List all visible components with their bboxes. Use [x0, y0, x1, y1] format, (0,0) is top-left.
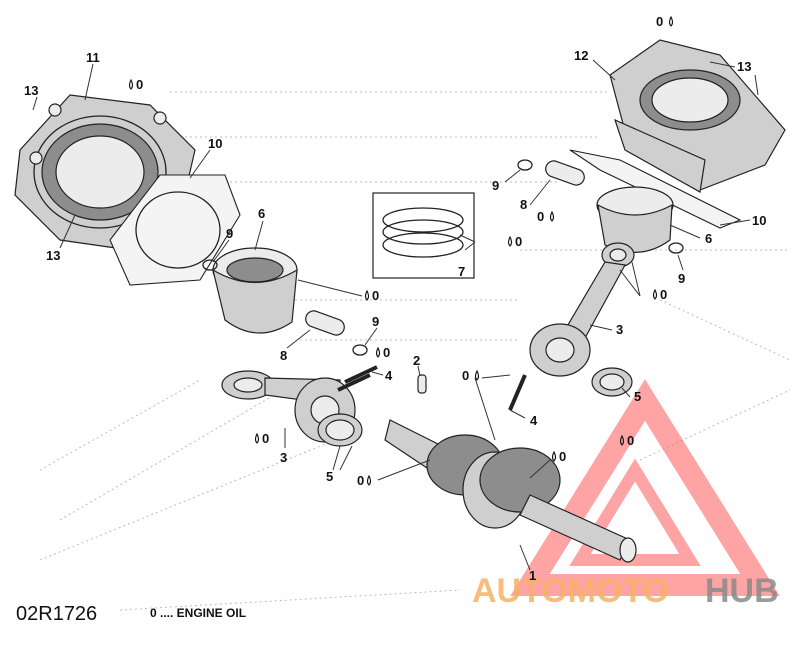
callout-13-right: 13 [737, 59, 751, 74]
cylinder-right [609, 39, 786, 193]
oil-drop-icon: 0 [537, 209, 555, 224]
rod-bearings-left [317, 413, 363, 447]
leader-lines [32, 59, 759, 571]
oil-drop-icon: 0 [656, 14, 674, 29]
callout-4-right: 4 [530, 413, 538, 428]
callout-5-left: 5 [326, 469, 333, 484]
oil-drop-icon: 0 [462, 368, 480, 383]
svg-text:0: 0 [136, 77, 143, 92]
svg-text:0: 0 [383, 345, 390, 360]
svg-text:0: 0 [262, 431, 269, 446]
callout-9-right-b: 9 [678, 271, 685, 286]
callout-3-right: 3 [616, 322, 623, 337]
callout-6-left: 6 [258, 206, 265, 221]
circlip-right-b [668, 242, 684, 254]
svg-text:0: 0 [515, 234, 522, 249]
dowel-pin [417, 374, 427, 394]
oil-drop-icon: 0 [364, 288, 379, 303]
oil-drop-icon: 0 [128, 77, 143, 92]
diagram-code: 02R1726 [16, 603, 97, 625]
oil-drop-icon: 0 [551, 449, 566, 464]
callout-8-right: 8 [520, 197, 527, 212]
callout-8-left: 8 [280, 348, 287, 363]
crankshaft [384, 419, 637, 563]
callouts: 11 13 13 10 6 9 8 9 2 4 3 5 7 12 13 9 8 … [24, 48, 766, 583]
piston-pin-left [305, 310, 345, 336]
connecting-rod-left [221, 370, 356, 443]
callout-10-right: 10 [752, 213, 766, 228]
gasket-left [109, 174, 241, 286]
oil-drop-icon: 0 [357, 473, 372, 488]
oil-drop-icon: 0 [619, 433, 634, 448]
piston-left [212, 247, 298, 334]
oil-markers: 0 0 0 0 0 0 0 0 0 0 0 0 [128, 14, 674, 488]
gasket-right [569, 149, 742, 229]
oil-drop-icon: 0 [652, 287, 667, 302]
watermark-logo: AUTOMOTO HUB [472, 379, 780, 610]
circlip-left-b [352, 344, 368, 356]
svg-text:0: 0 [462, 368, 469, 383]
callout-9-left: 9 [226, 226, 233, 241]
callout-7: 7 [458, 264, 465, 279]
callout-3-left: 3 [280, 450, 287, 465]
rod-bolts-left [337, 365, 378, 392]
callout-9-left-b: 9 [372, 314, 379, 329]
circlip-right-a [517, 159, 533, 171]
connecting-rod-right [529, 242, 635, 377]
oil-drop-icon: 0 [507, 234, 522, 249]
callout-5-right: 5 [634, 389, 641, 404]
callout-6-right: 6 [705, 231, 712, 246]
svg-text:0: 0 [627, 433, 634, 448]
oil-drop-icon: 0 [375, 345, 390, 360]
guide-lines [39, 91, 791, 611]
callout-1: 1 [529, 568, 536, 583]
svg-text:0: 0 [372, 288, 379, 303]
piston-right [596, 186, 674, 254]
piston-pin-right [545, 160, 585, 186]
legend-engine-oil: 0 .... ENGINE OIL [150, 606, 246, 620]
circlip-left-a [202, 259, 218, 271]
callout-12: 12 [574, 48, 588, 63]
svg-text:0: 0 [537, 209, 544, 224]
watermark-text-automoto: AUTOMOTO [472, 572, 669, 610]
svg-text:0: 0 [660, 287, 667, 302]
rod-bolt-right [508, 374, 527, 411]
svg-text:0: 0 [656, 14, 663, 29]
callout-13-left: 13 [46, 248, 60, 263]
callout-2: 2 [413, 353, 420, 368]
svg-text:0: 0 [357, 473, 364, 488]
piston-rings-box [372, 192, 475, 279]
callout-4-left: 4 [385, 368, 393, 383]
callout-11: 11 [86, 50, 100, 65]
watermark-text-hub: HUB [705, 572, 779, 610]
svg-text:0: 0 [559, 449, 566, 464]
oil-drop-icon: 0 [254, 431, 269, 446]
callout-13-top-left: 13 [24, 83, 38, 98]
callout-10-left: 10 [208, 136, 222, 151]
callout-9-right: 9 [492, 178, 499, 193]
rod-bearings-right [591, 367, 633, 397]
